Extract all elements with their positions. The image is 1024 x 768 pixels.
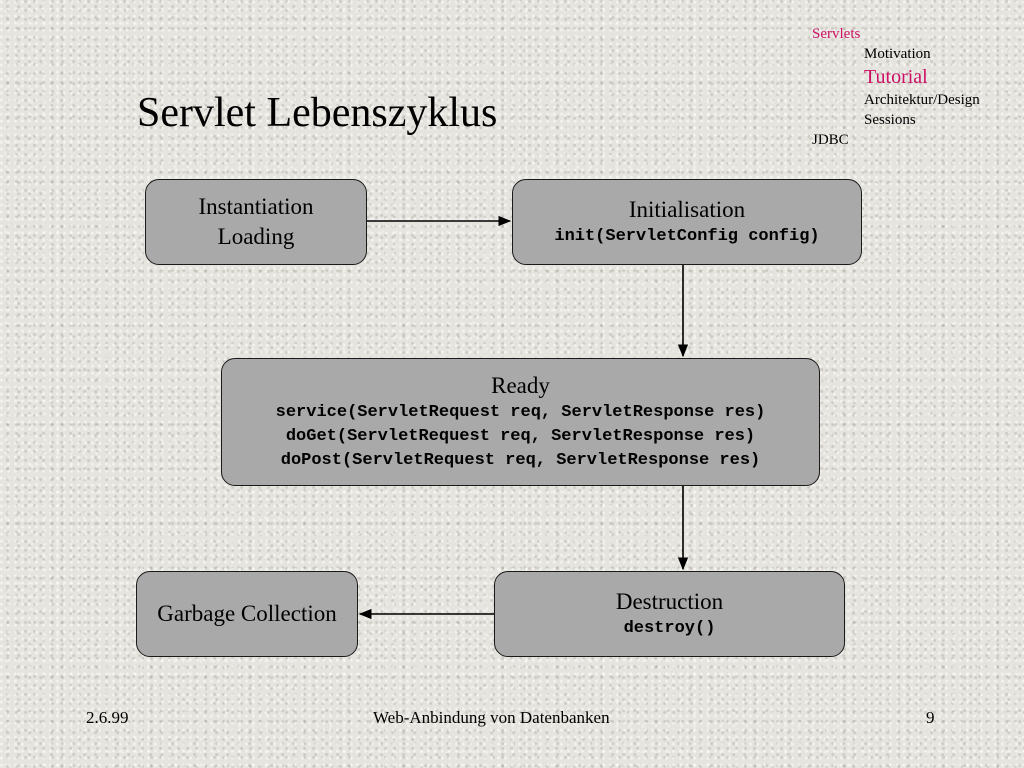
initialisation-box: Initialisation init(ServletConfig config… [512,179,862,265]
garbage-collection-box: Garbage Collection [136,571,358,657]
init-method: init(ServletConfig config) [554,227,820,246]
page-number: 9 [926,708,935,727]
ready-label: Ready [491,373,550,398]
nav-item-architektur[interactable]: Architektur/Design [864,92,980,108]
destroy-method: destroy() [623,619,716,638]
nav-section-jdbc[interactable]: JDBC [812,132,849,148]
section-navigation: Servlets Motivation Tutorial Architektur… [812,24,980,150]
nav-item-sessions[interactable]: Sessions [864,112,916,128]
instantiation-label: Instantiation [198,194,314,219]
ready-box: Ready service(ServletRequest req, Servle… [221,358,820,486]
garbage-collection-label: Garbage Collection [157,601,337,626]
destruction-box: Destruction destroy() [494,571,845,657]
page-title: Servlet Lebenszyklus [137,90,498,136]
loading-label: Loading [217,224,295,249]
service-method: service(ServletRequest req, ServletRespo… [275,403,766,422]
initialisation-label: Initialisation [628,197,746,222]
doget-method: doGet(ServletRequest req, ServletRespons… [285,427,756,446]
destruction-label: Destruction [615,589,724,614]
nav-section-servlets[interactable]: Servlets [812,26,861,42]
nav-item-motivation[interactable]: Motivation [864,46,931,62]
footer-title: Web-Anbindung von Datenbanken [373,708,610,727]
footer-date: 2.6.99 [86,708,129,727]
dopost-method: doPost(ServletRequest req, ServletRespon… [280,451,761,470]
nav-item-tutorial[interactable]: Tutorial [864,66,928,88]
instantiation-box: Instantiation Loading [145,179,367,265]
